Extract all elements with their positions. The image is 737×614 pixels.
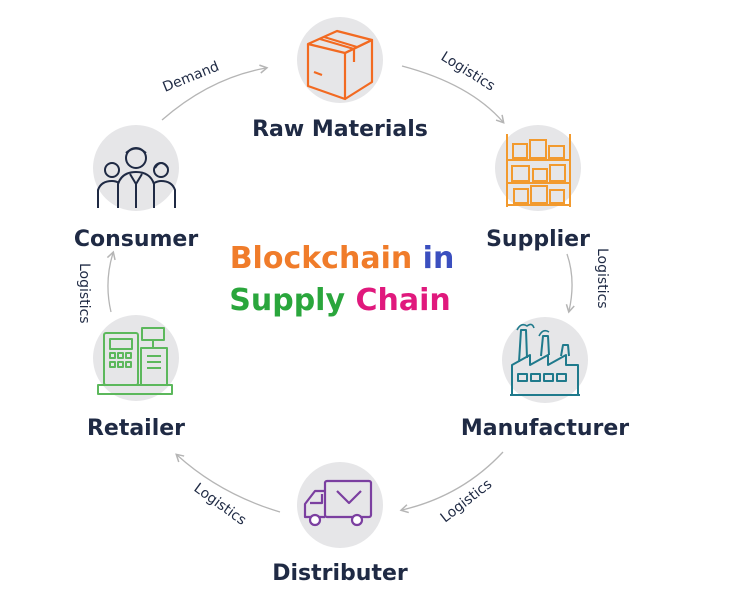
warehouse-shelf-icon [506, 134, 571, 207]
factory-icon [510, 323, 580, 396]
node-circle [93, 315, 179, 401]
edge-label-logistics-manufacturer-distributer: Logistics [438, 476, 496, 526]
edge-label-logistics-retailer-consumer: Logistics [76, 263, 92, 324]
people-group-icon [97, 147, 176, 208]
arrow-consumer-to-raw-materials [161, 64, 269, 121]
node-supplier: Supplier [486, 125, 590, 252]
title-line-2: Supply Chain [229, 283, 450, 318]
arrow-supplier-to-manufacturer [565, 253, 575, 314]
edge-label-logistics-supplier-manufacturer: Logistics [594, 248, 610, 309]
node-raw-materials: Raw Materials [252, 17, 428, 142]
arrow-distributer-to-retailer [175, 453, 281, 513]
flow-arrows [106, 64, 575, 514]
node-circle [297, 462, 383, 548]
node-consumer: Consumer [74, 125, 199, 252]
arrow-manufacturer-to-distributer [399, 451, 504, 514]
edge-label-logistics-raw-supplier: Logistics [438, 49, 498, 95]
edge-label-logistics-distributer-retailer: Logistics [191, 480, 249, 529]
title-word-supply: Supply [229, 283, 345, 318]
node-label: Raw Materials [252, 117, 428, 142]
center-title: Blockchain in Supply Chain [229, 241, 454, 318]
node-retailer: Retailer [87, 315, 185, 441]
title-space [345, 283, 355, 318]
arrow-retailer-to-consumer [106, 250, 116, 313]
node-label: Manufacturer [461, 416, 629, 441]
node-label: Consumer [74, 227, 199, 252]
node-manufacturer: Manufacturer [461, 317, 629, 441]
title-line-1: Blockchain in [230, 241, 455, 276]
title-word-chain: Chain [355, 283, 450, 318]
arrow-raw-materials-to-supplier [401, 65, 505, 124]
edge-label-demand: Demand [161, 59, 222, 96]
node-label: Distributer [272, 561, 408, 586]
node-label: Retailer [87, 416, 185, 441]
title-word-in: in [423, 241, 455, 276]
title-word-blockchain: Blockchain [230, 241, 413, 276]
box-icon [306, 29, 374, 101]
node-distributer: Distributer [272, 462, 408, 586]
node-circle [297, 17, 383, 103]
node-label: Supplier [486, 227, 590, 252]
cash-register-icon [97, 327, 173, 395]
title-space [412, 241, 422, 276]
delivery-truck-icon [303, 479, 373, 527]
